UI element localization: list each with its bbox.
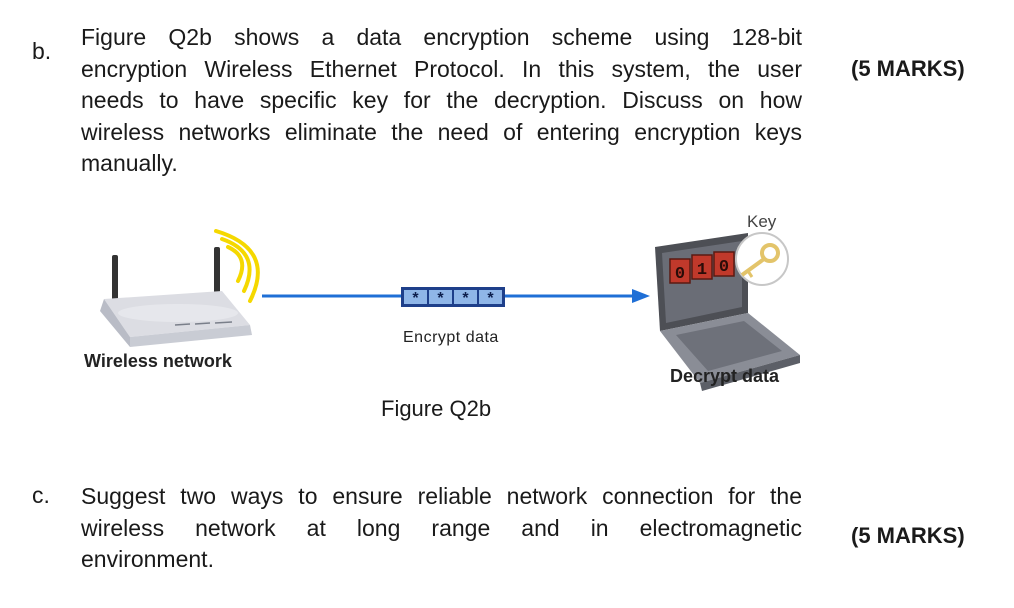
question-c-line: Suggest two ways to ensure reliable netw… [81, 483, 802, 509]
question-c-marks: (5 MARKS) [851, 523, 965, 548]
encrypt-symbol: * [487, 290, 494, 307]
key-icon [735, 232, 789, 286]
encryption-diagram: * * * * 0 1 0 [100, 229, 800, 391]
figure-caption: Figure Q2b [381, 396, 492, 421]
encrypt-symbol: * [437, 290, 444, 307]
question-c-line: wireless network at long range and in el… [81, 514, 802, 541]
question-b-line: Figure Q2b shows a data encryption schem… [81, 24, 802, 50]
question-c-text: Suggest two ways to ensure reliable netw… [81, 481, 802, 576]
decrypt-data-label: Decrypt data [670, 366, 780, 386]
wireless-network-label: Wireless network [84, 351, 232, 371]
encrypt-data-label: Encrypt data [403, 329, 499, 346]
encrypt-symbol: * [462, 290, 469, 307]
question-b-label: b. [32, 38, 52, 64]
screen-digit: 1 [697, 261, 707, 280]
question-b-line: encryption Wireless Ethernet Protocol. I… [81, 55, 802, 82]
question-b-text: Figure Q2b shows a data encryption schem… [81, 22, 802, 180]
screen-digit: 0 [719, 258, 729, 277]
router-icon [100, 247, 252, 347]
encrypt-symbol: * [412, 290, 419, 307]
encrypted-packet-icon: * * * * [401, 287, 505, 307]
laptop-icon: 0 1 0 [655, 233, 800, 391]
question-c-line: environment. [81, 546, 214, 572]
screen-digit: 0 [675, 265, 685, 284]
key-label: Key [747, 212, 777, 231]
question-b-line: wireless networks eliminate the need of … [81, 118, 802, 145]
question-b-line: manually. [81, 150, 178, 176]
question-c-label: c. [32, 482, 50, 508]
question-b-line: needs to have specific key for the decry… [81, 87, 802, 113]
question-b-marks: (5 MARKS) [851, 56, 965, 81]
wireless-signal-icon [214, 229, 260, 303]
